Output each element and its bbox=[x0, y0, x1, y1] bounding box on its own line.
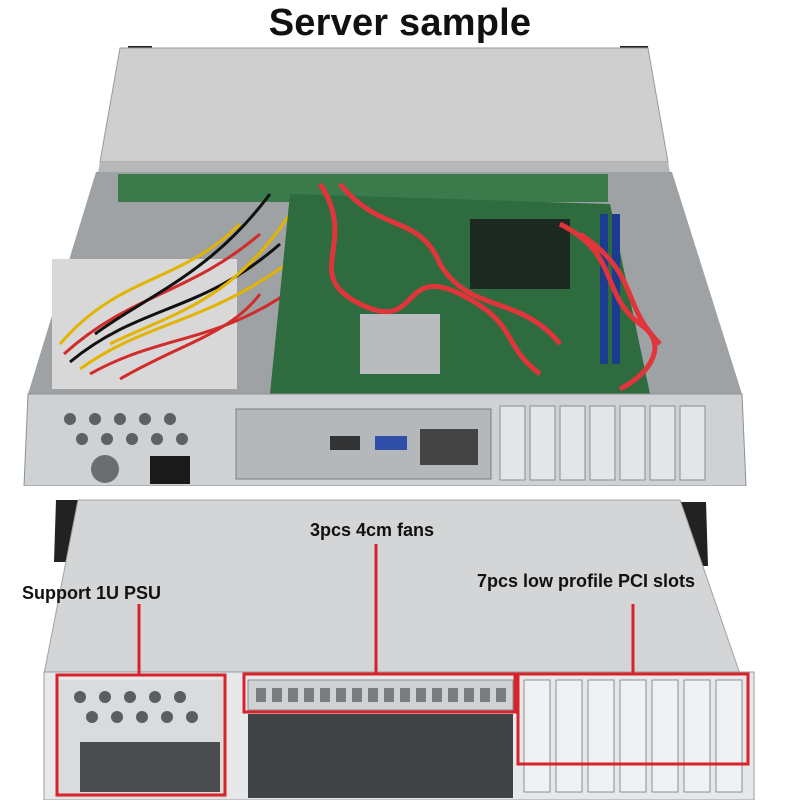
serial-port bbox=[330, 436, 360, 450]
psu-opening bbox=[80, 742, 220, 792]
callout-boxes bbox=[55, 544, 750, 797]
fans-label: 3pcs 4cm fans bbox=[310, 520, 435, 540]
pci-slots-label: 7pcs low profile PCI slots bbox=[477, 571, 696, 591]
chassis-lid bbox=[99, 47, 669, 163]
heatsink bbox=[360, 314, 440, 374]
psu-vent-holes bbox=[74, 691, 198, 723]
fans-callout-box bbox=[242, 672, 517, 714]
server-rear-photo bbox=[43, 499, 755, 800]
psu-fan bbox=[91, 455, 119, 483]
psu-vent-holes bbox=[64, 413, 188, 445]
sata-cables bbox=[317, 182, 662, 392]
psu-cable-bundle bbox=[58, 193, 301, 381]
usb-lan-ports bbox=[420, 429, 478, 465]
psu-callout-box bbox=[55, 673, 227, 797]
io-opening bbox=[248, 714, 513, 798]
cpu-socket bbox=[470, 219, 570, 289]
psu-label: Support 1U PSU bbox=[22, 583, 162, 603]
server-interior-photo bbox=[23, 46, 747, 486]
pci-slot-covers bbox=[523, 679, 743, 793]
pci-slot-covers bbox=[499, 405, 706, 481]
vga-port bbox=[375, 436, 407, 450]
page-title: Server sample bbox=[268, 2, 532, 44]
power-inlet bbox=[150, 456, 190, 484]
